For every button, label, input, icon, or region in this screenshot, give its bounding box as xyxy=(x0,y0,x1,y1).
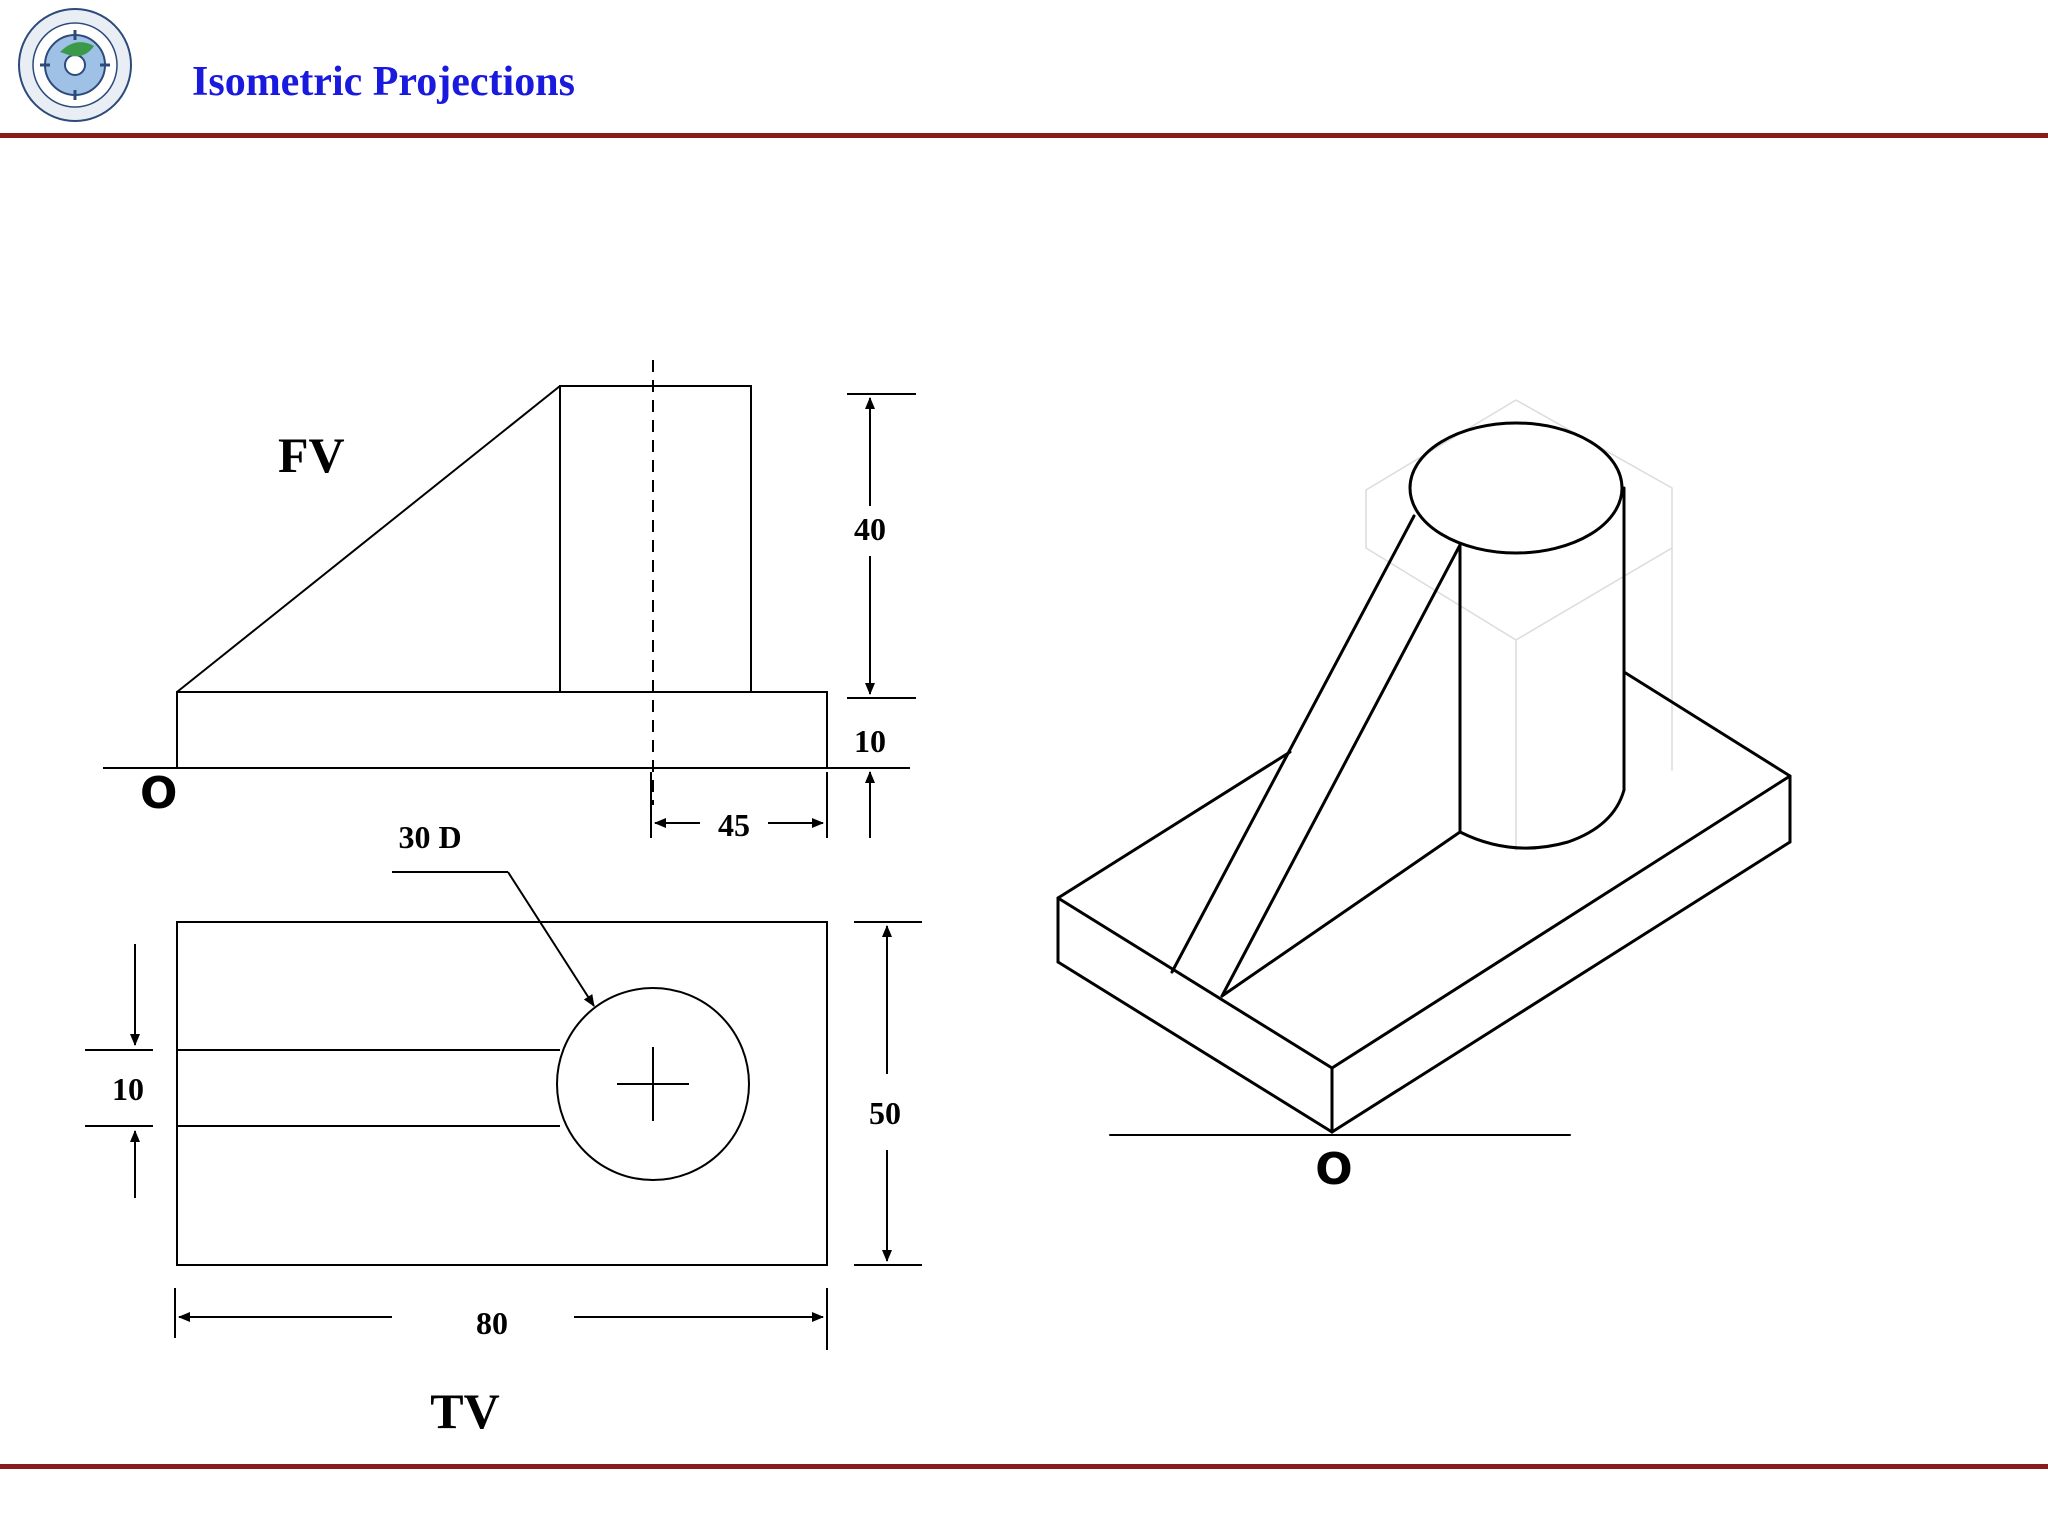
iso-rib-top-edge-right xyxy=(1220,543,1462,998)
front-view xyxy=(103,360,910,805)
iso-cylinder-top xyxy=(1408,421,1624,555)
tv-cylinder-circle xyxy=(556,987,750,1181)
iso-base-bottom-right-edge xyxy=(1330,840,1792,1134)
iso-rib-base-edge xyxy=(1220,830,1462,998)
fv-cylinder xyxy=(559,385,752,693)
fv-dim-base-text: 10 xyxy=(854,723,886,759)
tv-label: TV xyxy=(430,1383,499,1439)
tv-dim-diameter-text: 30 D xyxy=(398,819,461,855)
tv-dim-length-text: 80 xyxy=(476,1305,508,1341)
tv-dim-depth xyxy=(854,921,922,1266)
footer-rule xyxy=(0,1464,2048,1469)
top-view xyxy=(176,921,828,1266)
fv-dim-height-text: 40 xyxy=(854,511,886,547)
slide-title: Isometric Projections xyxy=(192,59,575,105)
institute-logo xyxy=(18,8,132,122)
isometric-view xyxy=(1056,399,1792,1136)
fv-dim-offset xyxy=(650,772,828,838)
tv-dim-depth-text: 50 xyxy=(869,1095,901,1131)
fv-dim-height xyxy=(847,393,916,699)
fv-origin-label: O xyxy=(140,768,177,819)
iso-cylinder-bottom-arc xyxy=(1458,788,1626,850)
tv-dim-rib-text: 10 xyxy=(112,1071,144,1107)
tv-dim-diameter-leader xyxy=(392,871,595,1007)
fv-dim-offset-text: 45 xyxy=(718,807,750,843)
iso-base-bottom-left-edge xyxy=(1056,960,1334,1134)
fv-label: FV xyxy=(278,427,345,483)
tv-dim-length xyxy=(174,1288,828,1350)
iso-rib-top-edge-left xyxy=(1170,514,1416,974)
tv-dim-rib xyxy=(85,944,153,1198)
iso-origin-label: O xyxy=(1315,1144,1352,1195)
header-rule xyxy=(0,133,2048,138)
tv-base-outline xyxy=(176,921,828,1266)
fv-rib-edge xyxy=(176,385,561,693)
iso-construction-box xyxy=(1365,399,1673,851)
fv-base xyxy=(176,691,828,769)
iso-base-top-left-edge xyxy=(1056,670,1792,1070)
